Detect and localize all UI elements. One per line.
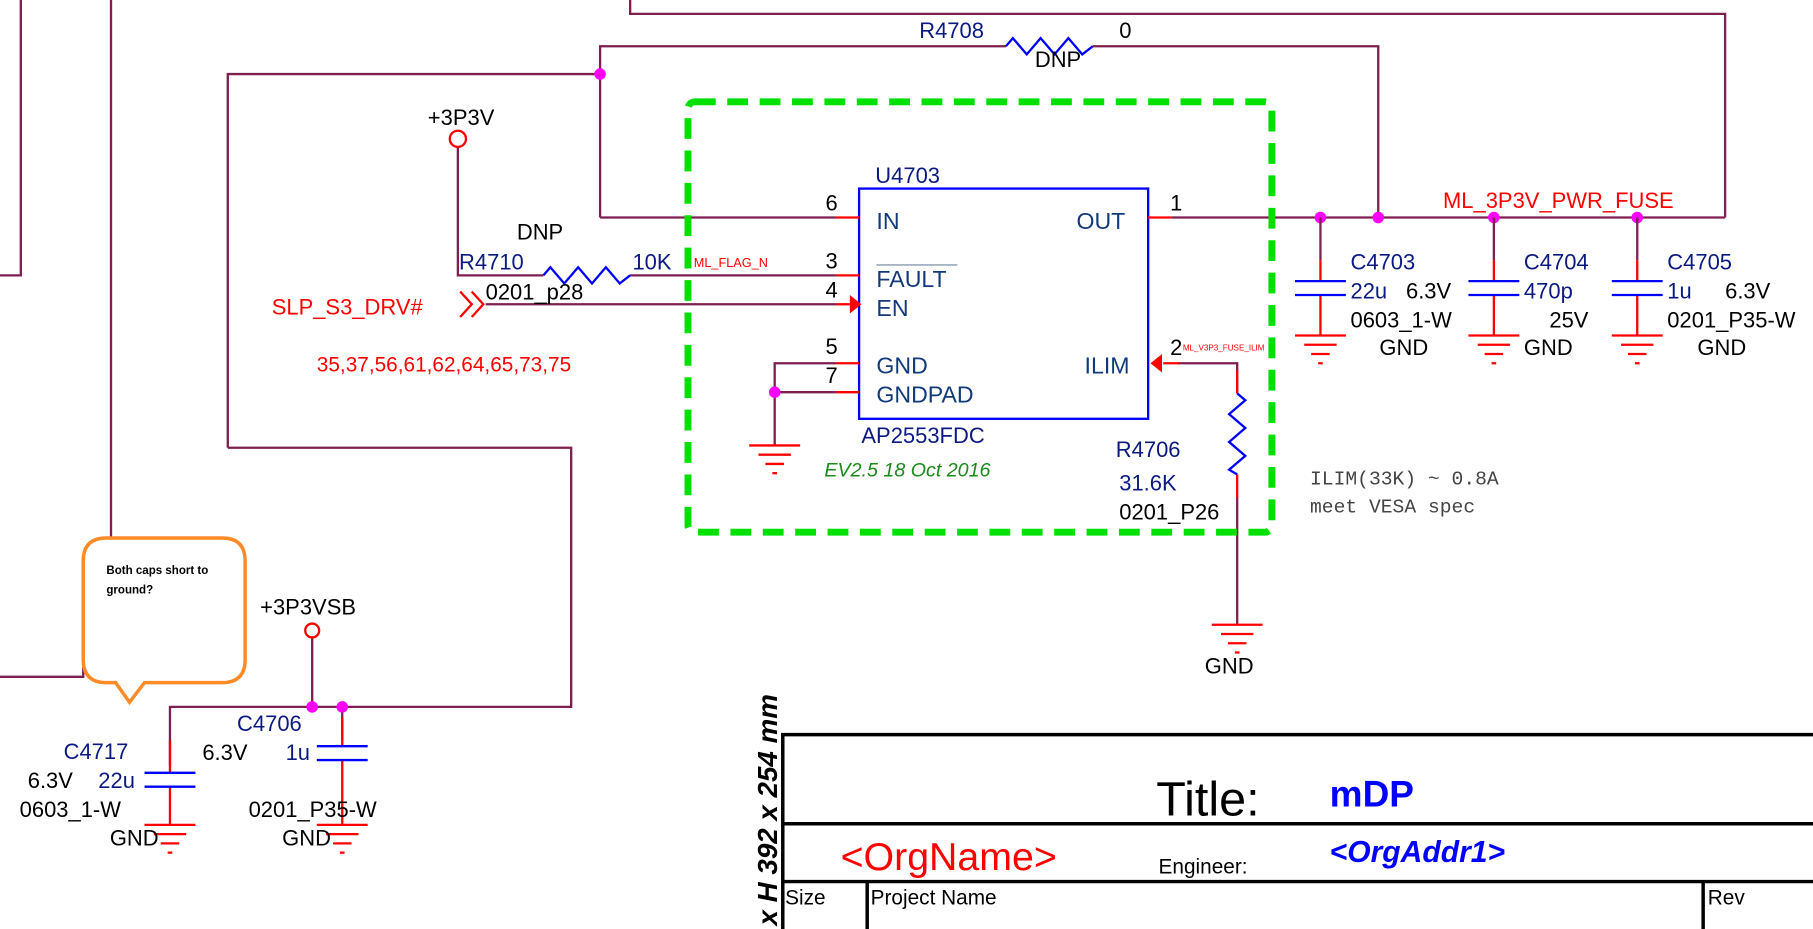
rail-3p3vsb: +3P3VSB — [260, 594, 356, 619]
cap-value: 470p — [1524, 278, 1573, 303]
junctions — [306, 68, 1644, 713]
pin-num: 3 — [826, 248, 838, 273]
r4708-dnp: DNP — [1035, 47, 1081, 72]
gnd-label: GND — [1379, 335, 1428, 360]
highlight-box — [684, 98, 1276, 536]
cap-value: 22u — [98, 768, 135, 793]
capacitor-c4704[interactable]: C4704 470p 25V GND — [1467, 217, 1589, 365]
comment-text: Both caps short to — [106, 565, 208, 577]
r4706-ref: R4706 — [1116, 437, 1181, 462]
pin-num: 4 — [826, 277, 838, 302]
comment-bubble[interactable]: Both caps short to ground? — [81, 536, 247, 706]
u4703-part: AP2553FDC — [861, 423, 984, 448]
cap-voltage: 6.3V — [202, 740, 248, 765]
title-block: x H 392 x 254 mm Title: mDP <OrgName> En… — [752, 694, 1813, 929]
gnd-label: GND — [1697, 335, 1746, 360]
ilim-note: ILIM(33K) ~ 0.8A — [1310, 469, 1499, 491]
power-rail-icon — [304, 622, 321, 639]
rail-3p3v: +3P3V — [428, 105, 495, 130]
project-label: Project Name — [871, 887, 997, 910]
r4710-dnp: DNP — [517, 219, 563, 244]
rev-label: Rev — [1708, 887, 1746, 910]
ic-u4703[interactable]: U4703 AP2553FDC EV2.5 18 Oct 2016 6 3 4 … — [748, 163, 1182, 482]
cap-ref: C4717 — [64, 739, 129, 764]
capacitor-c4717[interactable]: C4717 6.3V 22u 0603_1-W GND — [20, 739, 197, 854]
engineer-label: Engineer: — [1159, 855, 1248, 878]
net-flag: ML_FLAG_N — [694, 255, 768, 270]
pin-name: ILIM — [1085, 353, 1130, 379]
u4703-ref: U4703 — [875, 163, 940, 188]
cap-ref: C4706 — [237, 711, 302, 736]
cap-value: 22u — [1350, 278, 1387, 303]
capacitor-c4705[interactable]: C4705 1u 6.3V 0201_P35-W GND — [1610, 217, 1796, 365]
org-addr: <OrgAddr1> — [1330, 836, 1505, 869]
r4710-value: 10K — [632, 250, 671, 275]
gnd-label: GND — [1524, 335, 1573, 360]
capacitor-c4703[interactable]: C4703 22u 6.3V 0603_1-W GND — [1293, 217, 1452, 365]
comment-text: ground? — [106, 584, 153, 596]
offpage-connector-en[interactable]: SLP_S3_DRV# 35,37,56,61,62,64,65,73,75 — [272, 290, 571, 377]
cap-ref: C4704 — [1524, 250, 1589, 275]
r4708-value: 0 — [1119, 18, 1131, 43]
cap-value: 1u — [286, 740, 310, 765]
sheet-size: x H 392 x 254 mm — [752, 694, 783, 927]
input-arrow-icon — [1150, 354, 1163, 373]
ilim-note: meet VESA spec — [1310, 497, 1475, 519]
cap-footprint: 0603_1-W — [20, 797, 122, 822]
wires — [0, 0, 1727, 766]
r4706-value: 31.6K — [1119, 471, 1177, 496]
net-en-pages: 35,37,56,61,62,64,65,73,75 — [317, 353, 571, 376]
org-name: <OrgName> — [841, 835, 1057, 879]
cap-footprint: 0201_P35-W — [249, 797, 377, 822]
r4706-footprint: 0201_P26 — [1119, 499, 1219, 524]
cap-voltage: 6.3V — [1406, 278, 1452, 303]
resistor-r4706[interactable]: R4706 31.6K 0201_P26 GND ML_V3P3_FUSE_IL… — [1116, 344, 1265, 679]
pin-name: GND — [876, 353, 927, 379]
pin-num: 6 — [826, 191, 838, 216]
sheet-title: mDP — [1330, 772, 1414, 814]
cap-value: 1u — [1667, 278, 1691, 303]
gnd-label: GND — [110, 826, 159, 851]
resistor-r4708[interactable]: R4708 0 DNP — [919, 18, 1131, 72]
cap-footprint: 0201_P35-W — [1667, 307, 1795, 332]
u4703-note: EV2.5 18 Oct 2016 — [824, 460, 990, 482]
r4710-footprint: 0201_p28 — [486, 280, 584, 305]
power-rail-icon — [448, 129, 468, 149]
resistor-r4710[interactable]: +3P3V DNP R4710 10K 0201_p28 ML_FLAG_N — [428, 105, 768, 305]
cap-footprint: 0603_1-W — [1350, 307, 1452, 332]
pin-name: GNDPAD — [876, 382, 973, 408]
net-ilim: ML_V3P3_FUSE_ILIM — [1183, 344, 1265, 353]
title-label: Title: — [1156, 773, 1259, 827]
gnd-label: GND — [1205, 653, 1254, 678]
cap-ref: C4703 — [1350, 250, 1415, 275]
cap-voltage: 6.3V — [1725, 278, 1771, 303]
r4708-ref: R4708 — [919, 18, 984, 43]
input-arrow-icon — [849, 295, 862, 314]
cap-ref: C4705 — [1667, 250, 1732, 275]
pin-name: EN — [876, 295, 908, 321]
pin-name: FAULT — [876, 266, 946, 292]
net-out: ML_3P3V_PWR_FUSE — [1443, 188, 1674, 213]
cap-voltage: 25V — [1549, 307, 1588, 332]
r4710-ref: R4710 — [459, 250, 524, 275]
pin-num: 5 — [826, 334, 838, 359]
capacitor-c4706[interactable]: C4706 6.3V 1u 0201_P35-W GND — [202, 711, 377, 854]
cap-voltage: 6.3V — [28, 768, 74, 793]
pin-num: 2 — [1170, 335, 1182, 360]
pin-name: OUT — [1076, 208, 1125, 234]
gnd-label: GND — [282, 826, 331, 851]
pin-num: 1 — [1170, 191, 1182, 216]
size-label: Size — [785, 887, 825, 910]
net-en: SLP_S3_DRV# — [272, 295, 424, 320]
pin-num: 7 — [826, 363, 838, 388]
pin-name: IN — [876, 208, 899, 234]
